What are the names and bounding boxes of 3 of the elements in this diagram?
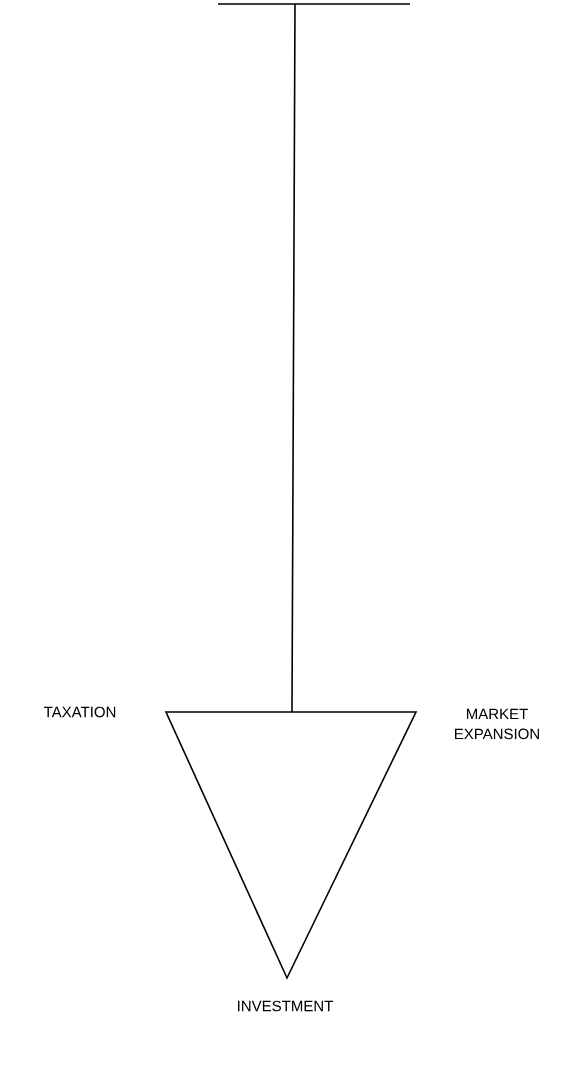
corner-label: INVESTMENT bbox=[238, 1000, 333, 1012]
corner-label: MARKET EXPANSION bbox=[455, 708, 539, 740]
corner-label: TAXATION bbox=[43, 706, 116, 718]
